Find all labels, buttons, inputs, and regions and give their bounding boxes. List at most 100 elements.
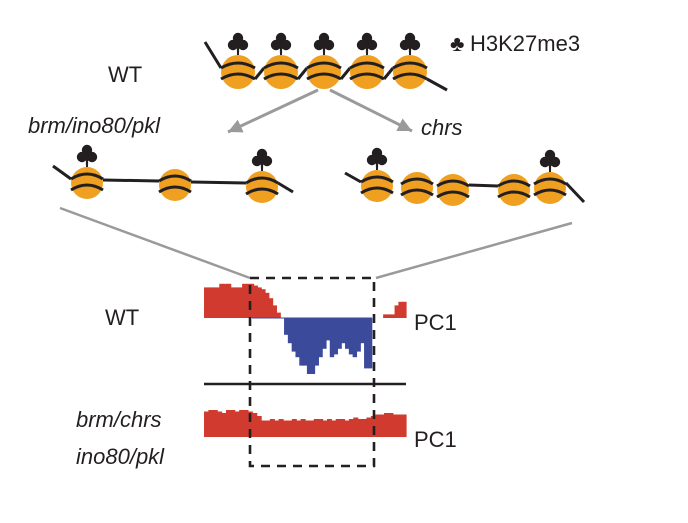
nucleosome xyxy=(158,169,192,201)
pc1-negative-bin xyxy=(325,318,331,341)
legend-mark-label: H3K27me3 xyxy=(470,31,580,56)
pc1-negative-bin xyxy=(287,318,293,344)
pc1-positive-bin xyxy=(276,312,281,318)
pc1-positive-bin xyxy=(287,420,293,437)
nucleosome xyxy=(70,167,104,199)
arrow-line xyxy=(227,88,319,134)
connector-left xyxy=(59,206,251,280)
pc1-positive-bin xyxy=(309,420,315,437)
arrow-line xyxy=(329,88,413,133)
pc1-positive-bin xyxy=(278,419,284,437)
club-icon xyxy=(313,32,335,55)
nucleosome xyxy=(263,55,299,89)
pc1-positive-bin xyxy=(238,287,243,318)
dna-wrap xyxy=(306,72,342,81)
dna-wrap xyxy=(263,72,299,81)
histone-core xyxy=(498,174,530,206)
nucleosome xyxy=(497,174,531,206)
histone-core xyxy=(246,171,278,203)
dna-wrap xyxy=(220,72,256,81)
pc1-negative-bin xyxy=(306,318,312,374)
dna-wrap xyxy=(436,179,470,188)
pc1-positive-bin xyxy=(394,305,399,318)
connector-right xyxy=(375,221,573,280)
pc1-positive-bin xyxy=(313,419,319,437)
histone-core xyxy=(361,170,393,202)
histone-core xyxy=(221,55,255,89)
pc1-negative-bin xyxy=(341,318,346,344)
pc1-positive-bin xyxy=(223,283,228,318)
mutant-pc1-label: PC1 xyxy=(414,427,457,452)
dna-wrap xyxy=(436,190,470,199)
dna-wrap xyxy=(360,175,394,184)
dna-wrap xyxy=(400,188,434,197)
pc1-positive-bin xyxy=(268,298,274,318)
nucleosome xyxy=(306,55,342,89)
dna-wrap xyxy=(220,61,256,70)
pc1-positive-bin xyxy=(208,410,214,437)
pc1-positive-bin xyxy=(384,413,390,437)
dna-wrap xyxy=(497,190,531,199)
pc1-positive-bin xyxy=(305,420,310,437)
pc1-negative-bin xyxy=(318,318,323,358)
pc1-positive-bin xyxy=(249,283,255,318)
pc1-positive-bin xyxy=(234,411,240,437)
dna-wrap xyxy=(400,177,434,186)
pc1-negative-bin xyxy=(352,318,358,358)
pc1-positive-bin xyxy=(398,301,403,318)
pc1-positive-bin xyxy=(344,420,350,437)
pc1-positive-bin xyxy=(204,411,209,437)
pc1-positive-bin xyxy=(247,411,253,437)
dna-linker xyxy=(52,164,294,194)
club-icon xyxy=(270,32,292,55)
dna-wrap xyxy=(497,179,531,188)
pc1-negative-bin xyxy=(284,318,289,335)
club-icon xyxy=(227,32,249,55)
pc1-negative-bin xyxy=(364,318,369,369)
dna-wrap xyxy=(263,61,299,70)
pc1-positive-bin xyxy=(245,283,251,318)
pc1-positive-bin xyxy=(283,420,289,437)
mutant-track-label-line2: ino80/pkl xyxy=(76,444,165,469)
pc1-negative-bin xyxy=(295,318,300,358)
pc1-positive-bin xyxy=(402,301,407,318)
arrows-group xyxy=(227,88,413,134)
pc1-positive-bin xyxy=(264,292,270,318)
left-mutant-nucleosome-array xyxy=(52,144,294,203)
pc1-positive-bin xyxy=(388,413,394,437)
dna-wrap xyxy=(349,72,385,81)
pc1-negative-bin xyxy=(303,318,308,366)
dna-wrap xyxy=(306,61,342,70)
dna-wrap xyxy=(158,174,192,183)
pc1-positive-bin xyxy=(269,419,275,437)
wt-nucleosome-array xyxy=(203,32,448,92)
wt-track-label: WT xyxy=(105,305,139,330)
dna-linker xyxy=(344,171,586,204)
pc1-positive-bin xyxy=(204,287,209,318)
club-icon xyxy=(76,144,98,167)
pc1-positive-bin xyxy=(207,287,213,318)
club-icon xyxy=(356,32,378,55)
nucleosome xyxy=(349,55,385,89)
pc1-positive-bin xyxy=(261,420,267,437)
dna-wrap xyxy=(360,186,394,195)
pc1-positive-bin xyxy=(261,289,266,318)
histone-core xyxy=(159,169,191,201)
pc1-positive-bin xyxy=(239,410,245,437)
pc1-positive-bin xyxy=(256,416,262,437)
dna-wrap xyxy=(533,188,567,197)
pc1-negative-bin xyxy=(337,318,342,349)
pc1-positive-bin xyxy=(383,314,388,318)
nucleosome xyxy=(392,55,428,89)
pc1-positive-bin xyxy=(252,413,258,437)
pc1-positive-bin xyxy=(291,419,297,437)
pc1-positive-bin xyxy=(257,287,262,318)
dna-wrap xyxy=(392,72,428,81)
nucleosome xyxy=(220,55,256,89)
pc1-positive-bin xyxy=(401,414,407,437)
dna-wrap xyxy=(70,172,104,181)
dna-wrap xyxy=(392,61,428,70)
pc1-positive-bin xyxy=(221,413,227,437)
